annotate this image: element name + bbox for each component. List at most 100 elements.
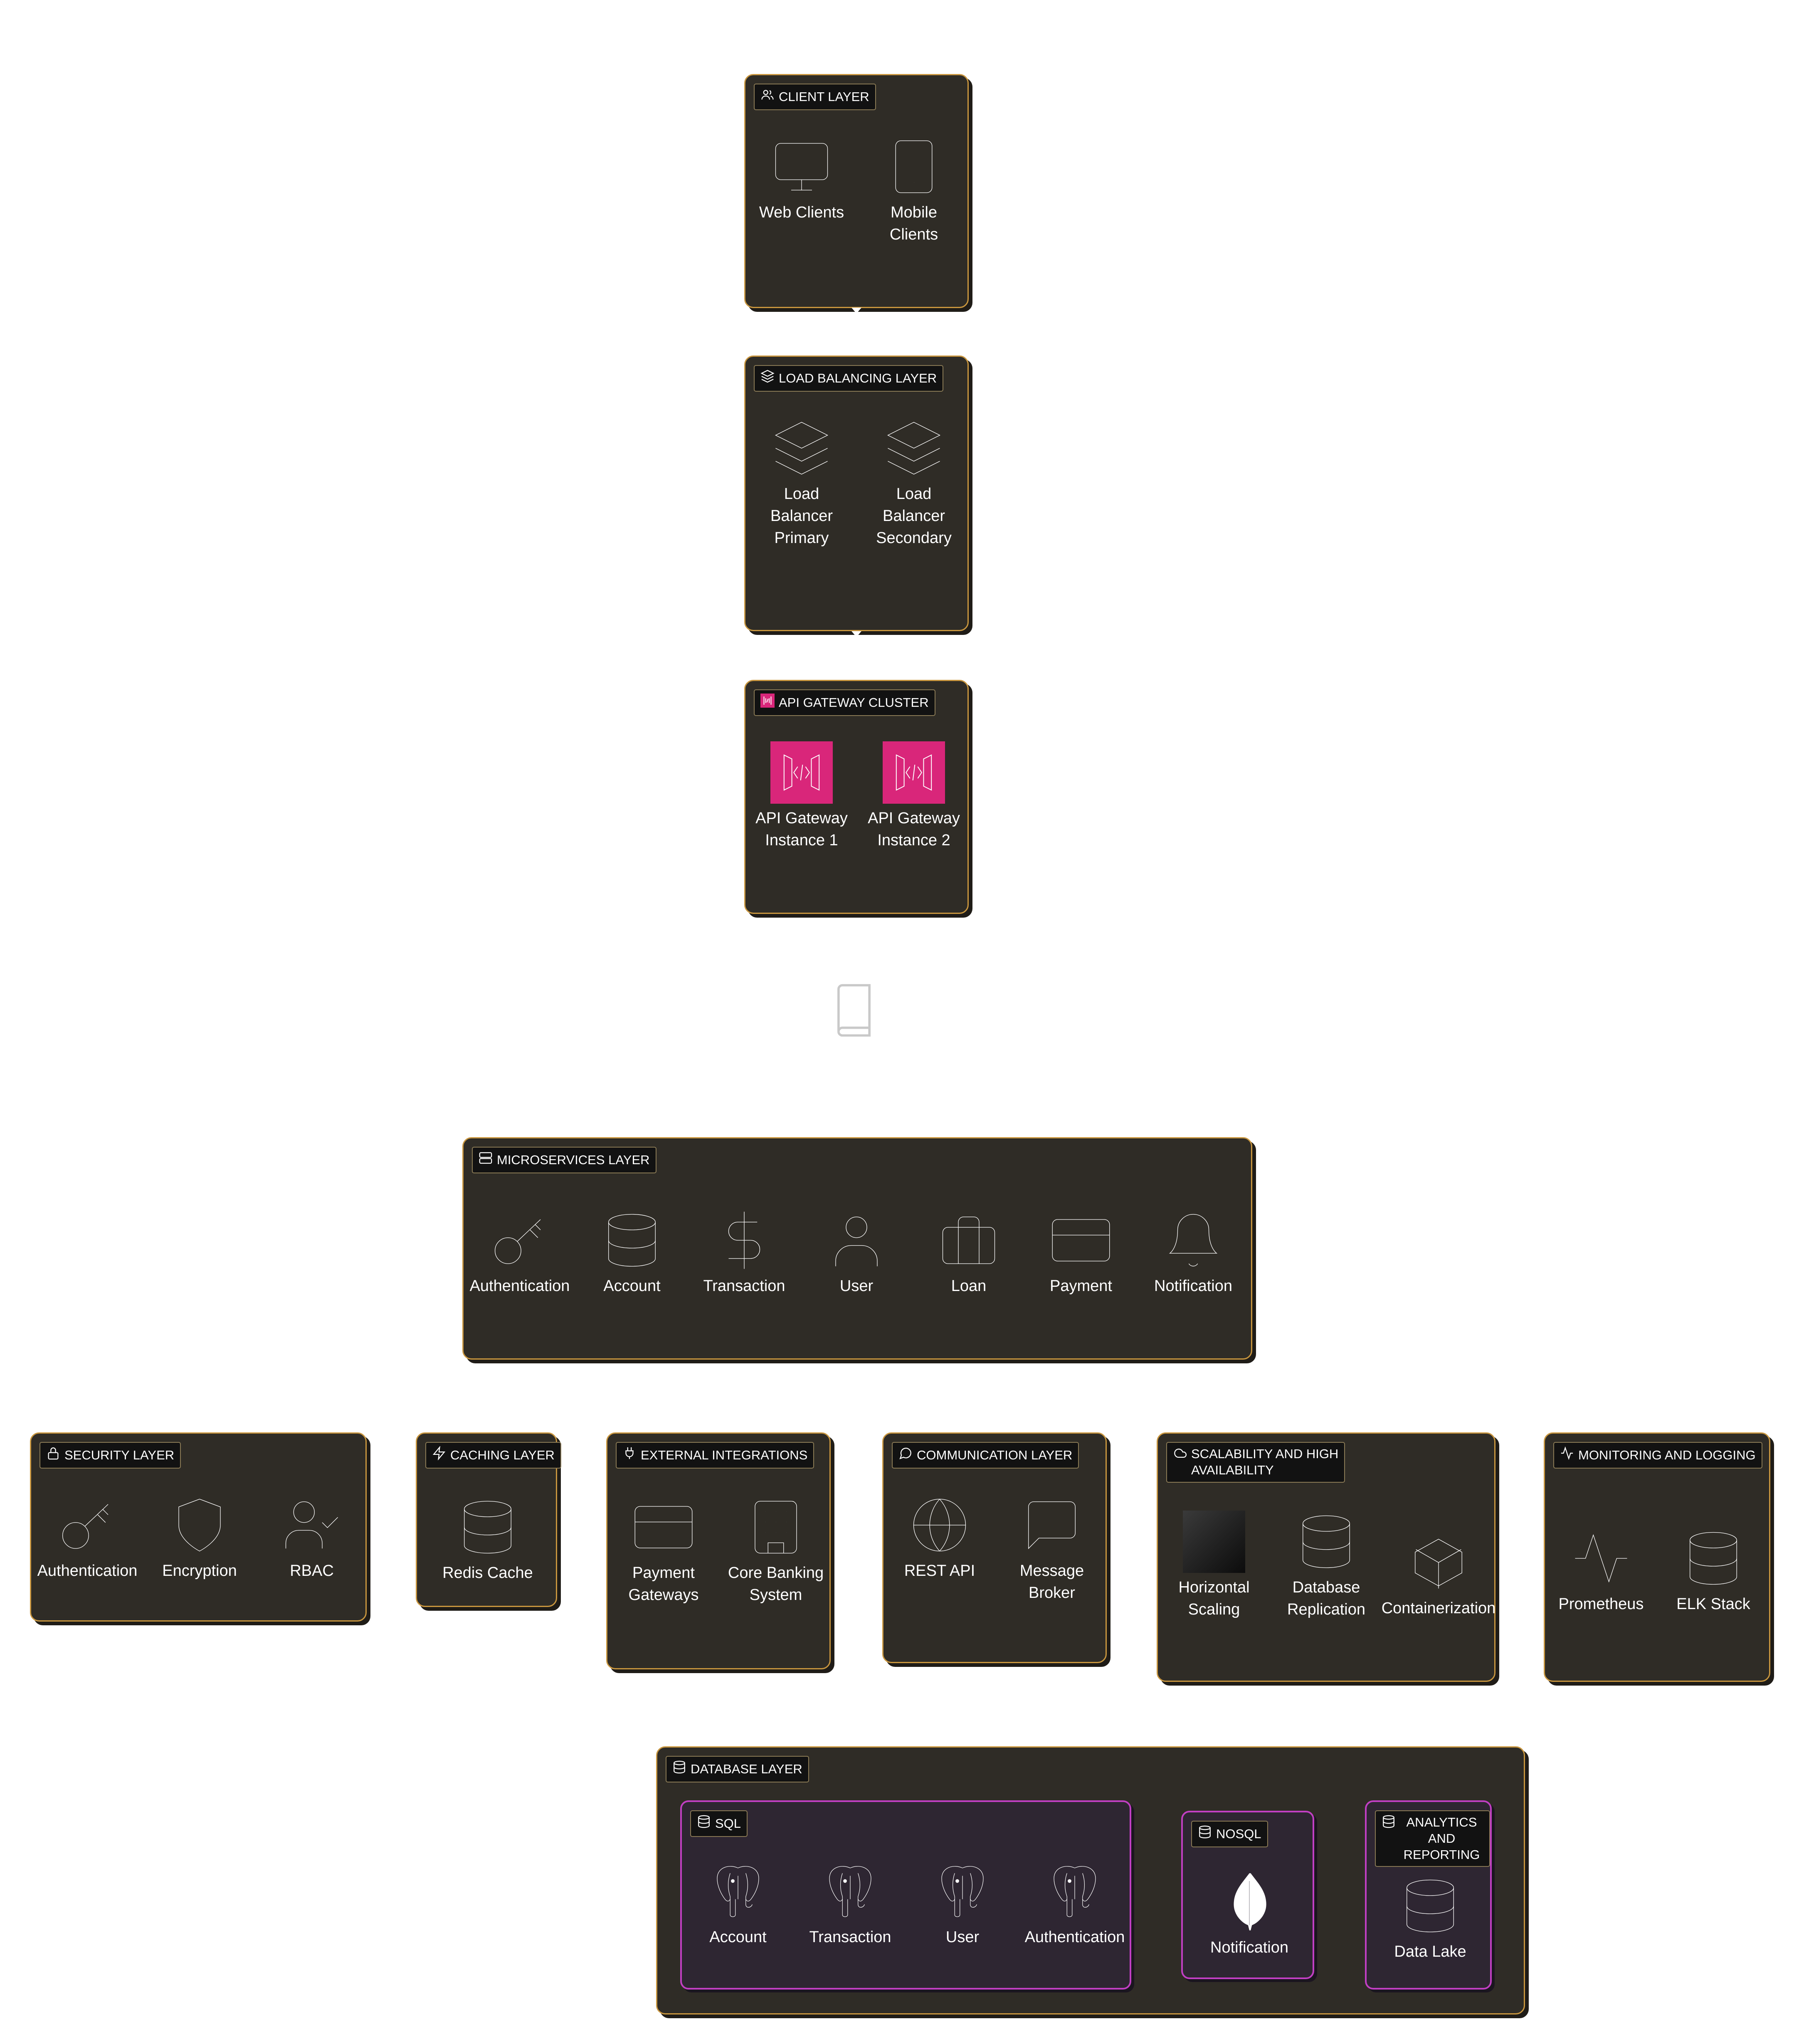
ms-notification-label: Notification	[1154, 1277, 1232, 1295]
book-icon[interactable]	[831, 983, 877, 1037]
building-icon	[743, 1494, 809, 1560]
cloud-icon	[1173, 1446, 1187, 1464]
communication-layer-title: COMMUNICATION LAYER	[917, 1447, 1073, 1462]
microservices-layer-tag: MICROSERVICES LAYER	[472, 1147, 656, 1173]
horizontal-scaling-node[interactable]: Horizontal Scaling	[1158, 1508, 1270, 1621]
connector-arrow	[851, 308, 861, 314]
postgresql-icon	[1041, 1858, 1108, 1925]
layers-icon	[768, 415, 835, 481]
mobile-clients-node[interactable]: Mobile Clients	[858, 133, 970, 246]
nosql-group: NOSQL Notification	[1181, 1811, 1314, 1979]
bell-icon	[1160, 1207, 1226, 1274]
analytics-tag: ANALYTICS AND REPORTING	[1375, 1810, 1490, 1867]
dollar-icon	[711, 1207, 777, 1274]
communication-layer-tag: COMMUNICATION LAYER	[892, 1442, 1079, 1469]
postgresql-icon	[929, 1858, 996, 1925]
database-layer-tag: DATABASE LAYER	[666, 1756, 809, 1782]
database-icon	[1382, 1814, 1396, 1833]
ms-account-label: Account	[603, 1277, 661, 1295]
elk-stack-node[interactable]: ELK Stack	[1657, 1525, 1769, 1615]
sec-authentication-node[interactable]: Authentication	[31, 1492, 143, 1582]
load-balancing-layer-tag: LOAD BALANCING LAYER	[754, 365, 944, 392]
load-balancer-primary-node[interactable]: Load Balancer Primary	[745, 415, 858, 549]
caching-layer-tag: CACHING LAYER	[425, 1442, 561, 1469]
client-layer-group: CLIENT LAYER Web Clients Mobile Clients	[744, 74, 969, 308]
containerization-node[interactable]: Containerization	[1382, 1529, 1495, 1619]
sql-account-node[interactable]: Account	[682, 1858, 794, 1948]
sql-user-node[interactable]: User	[906, 1858, 1019, 1948]
sql-user-label: User	[945, 1928, 980, 1946]
sql-tag: SQL	[690, 1810, 748, 1837]
api-gateway-instance-2-node[interactable]: API Gateway Instance 2	[858, 739, 970, 852]
briefcase-icon	[935, 1207, 1002, 1274]
ms-user-label: User	[839, 1277, 874, 1295]
analytics-title: ANALYTICS AND REPORTING	[1403, 1815, 1480, 1862]
ms-notification-node[interactable]: Notification	[1137, 1207, 1249, 1297]
dark-square-icon	[1181, 1508, 1247, 1575]
postgresql-icon	[705, 1858, 771, 1925]
caching-layer-group: CACHING LAYER Redis Cache	[416, 1432, 561, 1607]
sql-transaction-node[interactable]: Transaction	[794, 1858, 906, 1948]
database-icon	[672, 1760, 686, 1778]
ms-transaction-label: Transaction	[703, 1277, 785, 1295]
ms-payment-label: Payment	[1050, 1277, 1112, 1295]
ms-transaction-node[interactable]: Transaction	[688, 1207, 800, 1297]
security-layer-tag: SECURITY LAYER	[39, 1442, 181, 1469]
containerization-label: Containerization	[1381, 1600, 1496, 1617]
activity-icon	[1568, 1525, 1634, 1592]
message-square-icon	[1019, 1492, 1085, 1558]
microservices-layer-group: MICROSERVICES LAYER Authentication Accou…	[462, 1137, 1252, 1360]
sql-transaction-label: Transaction	[809, 1928, 891, 1946]
ms-loan-node[interactable]: Loan	[913, 1207, 1025, 1297]
ms-payment-node[interactable]: Payment	[1025, 1207, 1137, 1297]
message-broker-node[interactable]: Message Broker	[996, 1492, 1108, 1604]
nosql-notification-node[interactable]: Notification	[1193, 1869, 1305, 1959]
message-icon	[898, 1446, 913, 1464]
nosql-notification-label: Notification	[1210, 1939, 1288, 1956]
sec-rbac-label: RBAC	[290, 1562, 334, 1580]
web-clients-node[interactable]: Web Clients	[745, 133, 858, 224]
shield-icon	[166, 1492, 233, 1558]
data-lake-node[interactable]: Data Lake	[1374, 1873, 1486, 1963]
sql-group: SQL Account Transaction User Authenticat…	[680, 1800, 1131, 1990]
sec-encryption-node[interactable]: Encryption	[143, 1492, 256, 1582]
load-balancer-secondary-node[interactable]: Load Balancer Secondary	[858, 415, 970, 549]
credit-card-icon	[1048, 1207, 1114, 1274]
data-lake-label: Data Lake	[1394, 1943, 1466, 1960]
rest-api-label: REST API	[904, 1562, 975, 1580]
nosql-title: NOSQL	[1216, 1826, 1261, 1841]
cube-icon	[1405, 1529, 1472, 1596]
redis-cache-label: Redis Cache	[442, 1564, 533, 1582]
tablet-icon	[881, 133, 947, 200]
communication-layer-group: COMMUNICATION LAYER REST API Message Bro…	[882, 1432, 1107, 1663]
sql-authentication-label: Authentication	[1024, 1928, 1125, 1946]
ms-account-node[interactable]: Account	[576, 1207, 688, 1297]
mongodb-leaf-icon	[1216, 1869, 1283, 1935]
payment-gateways-node[interactable]: Payment Gateways	[607, 1494, 720, 1606]
redis-cache-node[interactable]: Redis Cache	[432, 1494, 544, 1584]
user-icon	[823, 1207, 890, 1274]
sql-account-label: Account	[709, 1928, 767, 1946]
database-icon	[697, 1814, 711, 1833]
users-icon	[760, 88, 775, 106]
postgresql-icon	[817, 1858, 883, 1925]
prometheus-node[interactable]: Prometheus	[1545, 1525, 1657, 1615]
sql-authentication-node[interactable]: Authentication	[1019, 1858, 1131, 1948]
database-replication-node[interactable]: Database Replication	[1270, 1508, 1382, 1621]
database-layer-title: DATABASE LAYER	[691, 1761, 802, 1776]
core-banking-node[interactable]: Core Banking System	[720, 1494, 832, 1606]
external-integrations-title: EXTERNAL INTEGRATIONS	[641, 1447, 808, 1462]
api-gateway-instance-1-node[interactable]: API Gateway Instance 1	[745, 739, 858, 852]
rest-api-node[interactable]: REST API	[883, 1492, 996, 1582]
scalability-group: SCALABILITY AND HIGH AVAILABILITY Horizo…	[1157, 1432, 1495, 1682]
database-icon	[1397, 1873, 1463, 1939]
sql-title: SQL	[715, 1816, 741, 1831]
bolt-icon	[432, 1446, 446, 1464]
monitoring-group: MONITORING AND LOGGING Prometheus ELK St…	[1544, 1432, 1770, 1682]
sec-rbac-node[interactable]: RBAC	[256, 1492, 368, 1582]
database-icon	[599, 1207, 665, 1274]
ms-user-node[interactable]: User	[800, 1207, 913, 1297]
api-gateway-cluster-title: API GATEWAY CLUSTER	[779, 695, 929, 710]
api-gateway-instance-1-label: API Gateway Instance 1	[755, 810, 848, 849]
ms-authentication-node[interactable]: Authentication	[464, 1207, 576, 1297]
